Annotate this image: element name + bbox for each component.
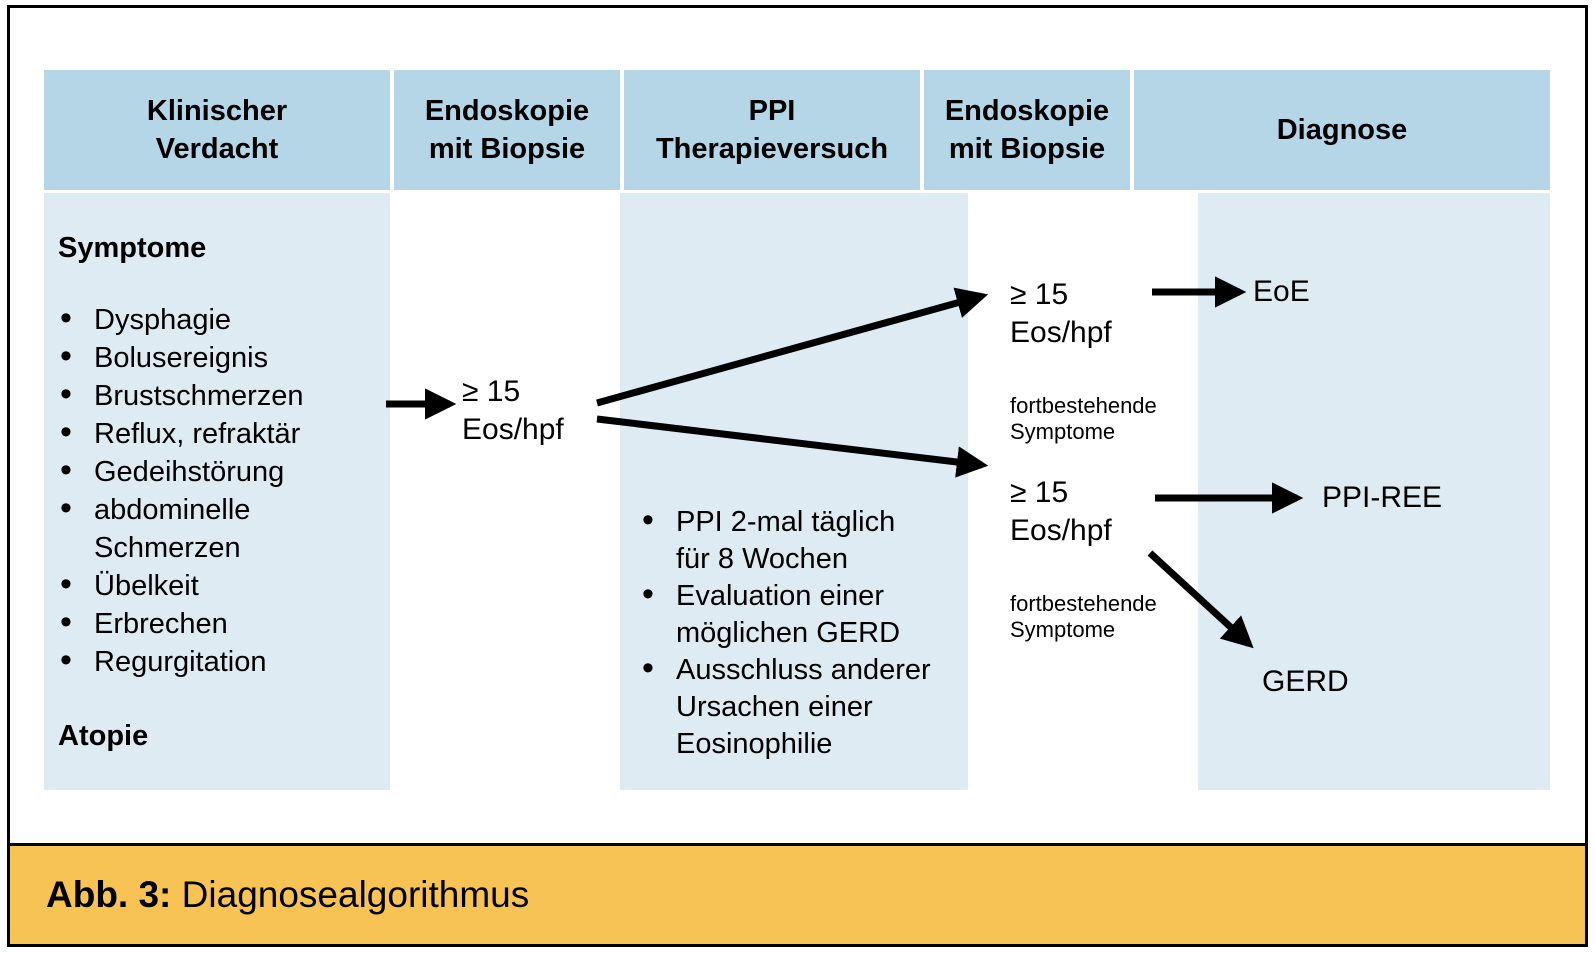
first-endoscopy-result: ≥ 15 Eos/hpf bbox=[462, 375, 564, 446]
symptom-item: Brustschmerzen bbox=[58, 375, 358, 415]
ppi-trial-item: Evaluation einer möglichen GERD bbox=[640, 576, 940, 652]
diagnosis-ppi-ree: PPI-REE bbox=[1322, 481, 1443, 514]
symptom-item: Übelkeit bbox=[58, 565, 358, 605]
ppi-trial-item: Ausschluss anderer Ursachen einer Eosino… bbox=[640, 650, 940, 763]
eos-count-bottom: ≥ 15 Eos/hpf bbox=[1010, 476, 1112, 547]
ppi-trial-item: PPI 2-mal täglich für 8 Wochen bbox=[640, 502, 940, 578]
header-endoscopy-biopsy-1: Endoskopie mit Biopsie bbox=[394, 70, 620, 190]
header-clinical-suspicion: Klinischer Verdacht bbox=[44, 70, 390, 190]
second-endoscopy-bottom-node: ≥ 15 Eos/hpf fortbestehende Symptome bbox=[1010, 436, 1157, 681]
diagnosis-gerd: GERD bbox=[1262, 665, 1349, 698]
eos-count-top: ≥ 15 Eos/hpf bbox=[1010, 278, 1112, 349]
header-ppi-trial: PPI Therapieversuch bbox=[624, 70, 920, 190]
header-diagnosis: Diagnose bbox=[1134, 70, 1550, 190]
symptom-item: Reflux, refraktär bbox=[58, 413, 358, 453]
symptom-item: Regurgitation bbox=[58, 641, 358, 681]
atopy-heading: Atopie bbox=[58, 720, 149, 752]
symptom-item: Dysphagie bbox=[58, 299, 358, 339]
caption-label: Abb. 3: bbox=[46, 874, 172, 915]
header-endoscopy-biopsy-2: Endoskopie mit Biopsie bbox=[924, 70, 1130, 190]
caption-text: Diagnosealgorithmus bbox=[181, 874, 530, 915]
persistent-symptoms-note-bottom: fortbestehende Symptome bbox=[1010, 591, 1157, 642]
figure-caption: Abb. 3: Diagnosealgorithmus bbox=[46, 874, 529, 916]
ppi-trial-panel: PPI 2-mal täglich für 8 Wochen Evaluatio… bbox=[620, 193, 968, 790]
second-endoscopy-top-node: ≥ 15 Eos/hpf fortbestehende Symptome bbox=[1010, 238, 1157, 483]
symptom-item: Erbrechen bbox=[58, 603, 358, 643]
symptoms-heading: Symptome bbox=[58, 232, 207, 264]
symptom-item: Gedeihstörung bbox=[58, 451, 358, 491]
persistent-symptoms-note-top: fortbestehende Symptome bbox=[1010, 393, 1157, 444]
symptom-item: Bolusereignis bbox=[58, 337, 358, 377]
diagnosis-panel bbox=[1198, 193, 1550, 790]
clinical-suspicion-panel: Symptome Dysphagie Bolusereignis Brustsc… bbox=[44, 193, 390, 790]
figure-caption-bar: Abb. 3: Diagnosealgorithmus bbox=[10, 843, 1585, 944]
diagnosis-eoe: EoE bbox=[1253, 275, 1310, 308]
symptom-item: abdominelle Schmerzen bbox=[58, 489, 358, 567]
symptoms-list: Dysphagie Bolusereignis Brustschmerzen R… bbox=[58, 299, 358, 681]
ppi-trial-list: PPI 2-mal täglich für 8 Wochen Evaluatio… bbox=[640, 502, 940, 763]
